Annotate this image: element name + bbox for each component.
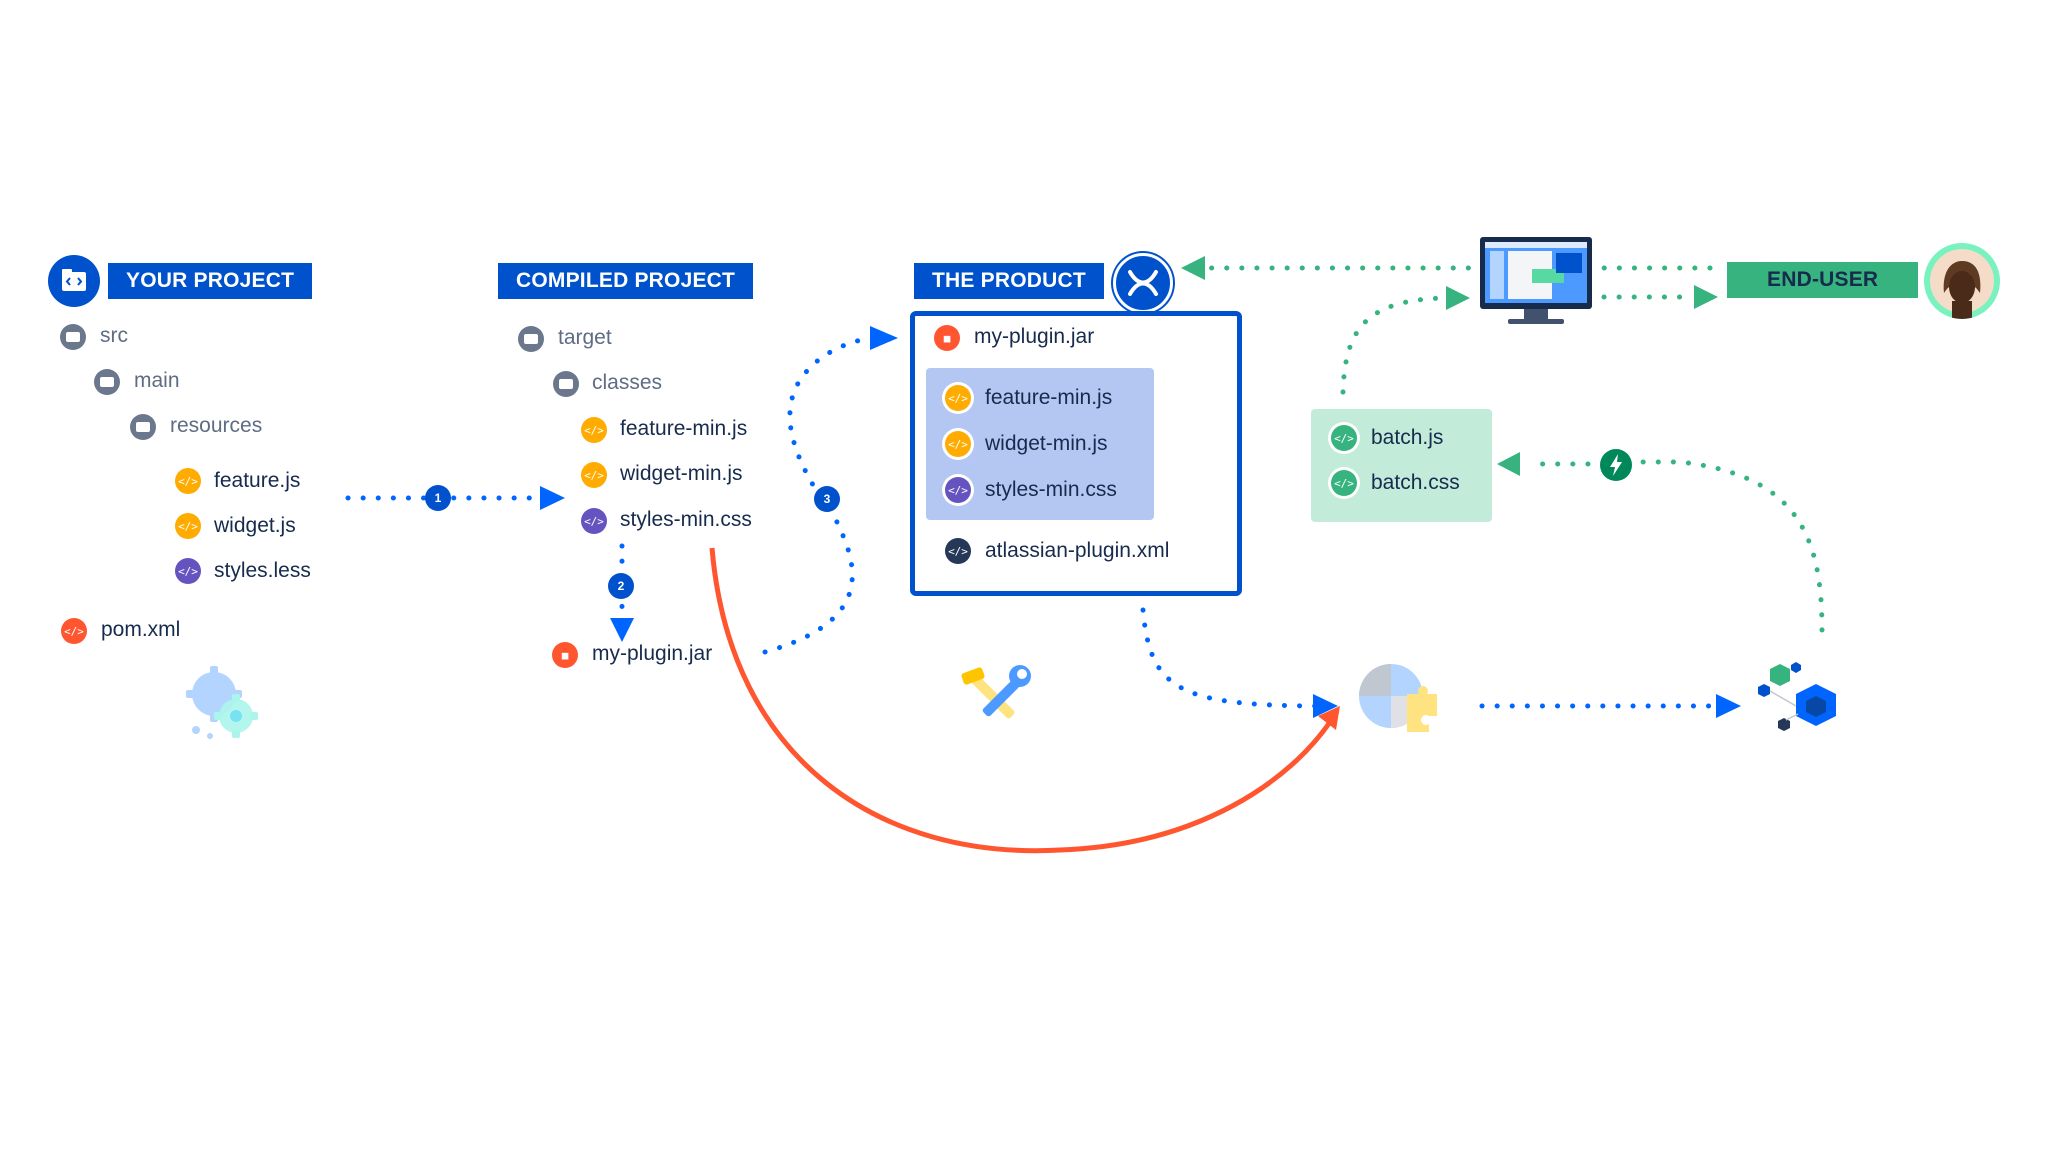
step-1-badge: 1 bbox=[425, 485, 451, 511]
lightning-icon bbox=[1600, 449, 1632, 481]
arrow-product-to-puzzle bbox=[1140, 607, 1338, 718]
gear-icon bbox=[180, 660, 266, 746]
confluence-logo-icon bbox=[1113, 253, 1173, 313]
jar-file-icon: ■ bbox=[934, 325, 960, 351]
folder-target: target bbox=[558, 326, 612, 349]
js-file-icon: </> bbox=[581, 417, 607, 443]
file-my-plugin-jar: my-plugin.jar bbox=[592, 642, 713, 665]
folder-src: src bbox=[100, 324, 128, 347]
file-feature-min-js: feature-min.js bbox=[620, 417, 748, 440]
monitor-icon bbox=[1478, 235, 1594, 327]
xml-file-icon: </> bbox=[61, 618, 87, 644]
file-widget-min-js: widget-min.js bbox=[620, 462, 743, 485]
code-folder-icon bbox=[48, 255, 100, 307]
product-atlassian-plugin-xml: atlassian-plugin.xml bbox=[985, 539, 1170, 562]
folder-icon bbox=[553, 371, 579, 397]
product-feature-min-js: feature-min.js bbox=[985, 386, 1113, 409]
file-feature-js: feature.js bbox=[214, 469, 301, 492]
folder-resources: resources bbox=[170, 414, 263, 437]
arrow-step-2 bbox=[610, 543, 634, 642]
arrow-step-1 bbox=[345, 486, 565, 510]
arrow-puzzle-to-cubes bbox=[1479, 694, 1741, 718]
css-file-icon: </> bbox=[945, 477, 971, 503]
folder-icon bbox=[518, 326, 544, 352]
js-file-icon: </> bbox=[581, 462, 607, 488]
folder-classes: classes bbox=[592, 371, 663, 394]
js-file-icon: </> bbox=[945, 385, 971, 411]
file-widget-js: widget.js bbox=[214, 514, 296, 537]
puzzle-icon bbox=[1355, 656, 1445, 736]
product-title: THE PRODUCT bbox=[914, 263, 1104, 299]
product-widget-min-js: widget-min.js bbox=[985, 432, 1108, 455]
tools-icon bbox=[958, 660, 1040, 738]
batch-css: batch.css bbox=[1371, 471, 1460, 494]
cubes-icon bbox=[1756, 656, 1846, 736]
user-avatar-icon bbox=[1924, 243, 2000, 319]
arrow-cubes-to-batch bbox=[1497, 452, 1825, 633]
xml-file-icon: </> bbox=[945, 538, 971, 564]
css-file-icon: </> bbox=[1331, 470, 1357, 496]
product-styles-min-css: styles-min.css bbox=[985, 478, 1117, 501]
batch-js: batch.js bbox=[1371, 426, 1444, 449]
file-styles-min-css: styles-min.css bbox=[620, 508, 752, 531]
file-pom-xml: pom.xml bbox=[101, 618, 181, 641]
compiled-project-title: COMPILED PROJECT bbox=[498, 263, 754, 299]
js-file-icon: </> bbox=[175, 513, 201, 539]
arrow-user-to-product bbox=[1181, 256, 1713, 280]
install-curve bbox=[709, 547, 1340, 854]
folder-icon bbox=[94, 369, 120, 395]
css-file-icon: </> bbox=[581, 508, 607, 534]
your-project-title: YOUR PROJECT bbox=[108, 263, 313, 299]
end-user-title: END-USER bbox=[1727, 262, 1919, 298]
step-2-badge: 2 bbox=[608, 573, 634, 599]
arrow-step-3 bbox=[762, 326, 898, 655]
step-3-badge: 3 bbox=[814, 486, 840, 512]
file-styles-less: styles.less bbox=[214, 559, 311, 582]
arrow-monitor-to-user bbox=[1601, 285, 1718, 309]
folder-main: main bbox=[134, 369, 180, 392]
less-file-icon: </> bbox=[175, 558, 201, 584]
jar-file-icon: ■ bbox=[552, 642, 578, 668]
js-file-icon: </> bbox=[175, 468, 201, 494]
folder-icon bbox=[130, 414, 156, 440]
folder-icon bbox=[60, 324, 86, 350]
product-jar: my-plugin.jar bbox=[974, 325, 1095, 348]
arrow-batch-to-monitor bbox=[1340, 286, 1470, 395]
js-file-icon: </> bbox=[1331, 425, 1357, 451]
js-file-icon: </> bbox=[945, 431, 971, 457]
